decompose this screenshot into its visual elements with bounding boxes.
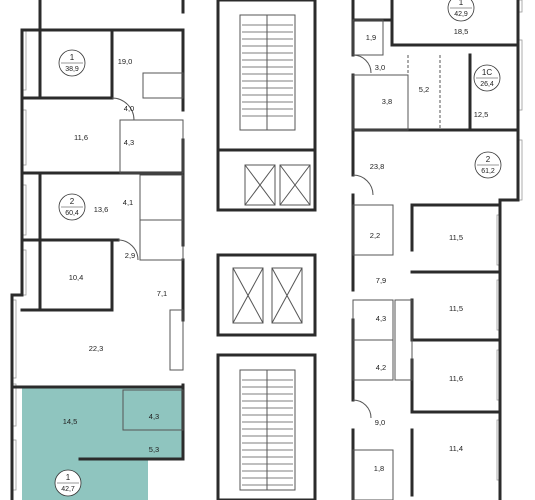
closet-1 bbox=[352, 19, 384, 56]
room-area: 11,4 bbox=[449, 444, 463, 453]
room-area: 5,3 bbox=[149, 445, 159, 454]
room-area: 18,5 bbox=[454, 27, 469, 36]
room-area: 3,0 bbox=[375, 63, 385, 72]
room-area: 11,6 bbox=[74, 133, 88, 142]
bath-unit-6 bbox=[122, 389, 184, 431]
room-area: 4,2 bbox=[376, 363, 386, 372]
staircase-bottom bbox=[239, 369, 296, 491]
interior-partitions bbox=[111, 19, 441, 500]
room-area: 11,5 bbox=[449, 304, 463, 313]
room-area: 23,8 bbox=[370, 162, 385, 171]
room-area: 19,0 bbox=[118, 57, 133, 66]
apartment-rooms: 1 bbox=[70, 53, 75, 62]
apartment-area: 42,9 bbox=[454, 11, 468, 18]
room-area: 22,3 bbox=[89, 344, 104, 353]
bath-unit-2 bbox=[119, 119, 184, 174]
apartment-rooms: 1 bbox=[459, 0, 464, 7]
apartment-rooms: 2 bbox=[70, 197, 75, 206]
bath-unit-5 bbox=[169, 309, 184, 371]
apartment-area: 42,7 bbox=[61, 486, 75, 493]
apartment-rooms: 2 bbox=[486, 155, 491, 164]
room-area: 4,0 bbox=[124, 104, 134, 113]
apartment-badge-4[interactable]: 1 42,9 bbox=[447, 0, 475, 22]
elevator-3 bbox=[232, 267, 264, 324]
elevator-2 bbox=[279, 164, 311, 206]
apartment-area: 60,4 bbox=[65, 210, 79, 217]
bath-unit-10 bbox=[352, 339, 394, 381]
elevator-4 bbox=[271, 267, 303, 324]
bath-unit-8 bbox=[352, 204, 394, 256]
bath-unit-1 bbox=[142, 72, 184, 99]
apartment-rooms: 1 bbox=[66, 473, 71, 482]
bath-unit-12 bbox=[352, 449, 394, 500]
apartment-badge-6[interactable]: 2 61,2 bbox=[474, 151, 502, 179]
bath-unit-9 bbox=[352, 299, 394, 341]
room-area: 3,8 bbox=[382, 97, 392, 106]
room-area: 4,3 bbox=[124, 138, 134, 147]
room-area: 4,3 bbox=[376, 314, 386, 323]
room-area: 4,1 bbox=[123, 198, 133, 207]
room-area-labels: 19,0 4,0 11,6 4,3 13,6 4,1 2,9 10,4 7,1 … bbox=[63, 27, 489, 473]
room-area: 14,5 bbox=[63, 417, 78, 426]
room-area: 10,4 bbox=[69, 273, 84, 282]
room-area: 2,2 bbox=[370, 231, 380, 240]
staircase-top bbox=[239, 14, 296, 131]
room-area: 2,9 bbox=[125, 251, 135, 260]
apartment-badge-2[interactable]: 2 60,4 bbox=[58, 193, 86, 221]
apartment-rooms: 1С bbox=[482, 68, 492, 77]
room-area: 11,5 bbox=[449, 233, 463, 242]
apartment-area: 26,4 bbox=[480, 81, 494, 88]
room-area: 13,6 bbox=[94, 205, 109, 214]
room-area: 7,1 bbox=[157, 289, 167, 298]
room-area: 11,6 bbox=[449, 374, 463, 383]
bath-unit-7 bbox=[352, 74, 409, 131]
elevator-shafts bbox=[232, 164, 311, 324]
room-area: 12,5 bbox=[474, 110, 489, 119]
apartment-selected-fill[interactable] bbox=[22, 388, 183, 500]
room-area: 5,2 bbox=[419, 85, 429, 94]
room-area: 1,9 bbox=[366, 33, 376, 42]
apartment-badge-1[interactable]: 1 38,9 bbox=[58, 49, 86, 77]
bath-unit-11 bbox=[394, 299, 413, 381]
room-area: 9,0 bbox=[375, 418, 385, 427]
bath-unit-3 bbox=[139, 174, 184, 221]
room-area: 4,3 bbox=[149, 412, 159, 421]
elevator-1 bbox=[244, 164, 276, 206]
room-area: 7,9 bbox=[376, 276, 386, 285]
apartment-badge-3[interactable]: 1 42,7 bbox=[54, 469, 82, 497]
apartment-badge-5[interactable]: 1С 26,4 bbox=[473, 64, 501, 92]
apartment-area: 38,9 bbox=[65, 66, 79, 73]
apartment-area: 61,2 bbox=[481, 168, 495, 175]
room-area: 1,8 bbox=[374, 464, 384, 473]
bath-unit-4 bbox=[139, 219, 184, 261]
